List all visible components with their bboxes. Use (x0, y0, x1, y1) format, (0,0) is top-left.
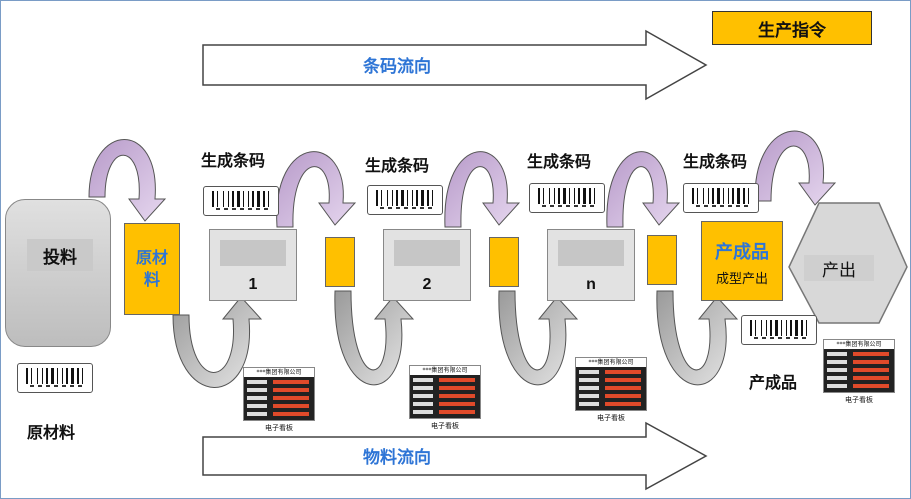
wip-box-2 (489, 237, 519, 287)
finished-product-title: 产成品 (715, 242, 769, 263)
curl-arrow-1 (88, 139, 167, 222)
curl-arrow-2 (276, 151, 357, 228)
board-header: ***集团有限公司 (422, 367, 468, 374)
barcode-icon-product (741, 315, 817, 345)
finished-product-subtitle: 成型产出 (715, 272, 768, 287)
feeding-label: 投料 (27, 239, 93, 271)
board-caption: 电子看板 (845, 396, 873, 404)
board-caption: 电子看板 (431, 422, 459, 430)
wip-box-3 (647, 235, 677, 285)
material-flow-label: 物料流向 (363, 448, 431, 468)
machine-n: n (547, 229, 635, 301)
barcode-icon-2 (367, 185, 443, 215)
barcode-flow-arrow (202, 29, 708, 101)
electronic-board-2: ***集团有限公司电子看板 (409, 365, 481, 430)
production-command-box: 生产指令 (712, 11, 872, 45)
machine-screen (220, 240, 286, 266)
electronic-board-4: ***集团有限公司电子看板 (823, 339, 895, 404)
machine-number: 2 (422, 276, 432, 293)
output-label: 产出 (804, 255, 874, 281)
generate-barcode-label-4: 生成条码 (683, 152, 748, 171)
machine-2: 2 (383, 229, 471, 301)
return-arrow-2 (334, 290, 415, 386)
wip-box-1 (325, 237, 355, 287)
generate-barcode-label-2: 生成条码 (365, 156, 430, 175)
board-header: ***集团有限公司 (836, 341, 882, 348)
generate-barcode-label-1: 生成条码 (201, 151, 266, 170)
machine-screen (394, 240, 460, 266)
finished-product-box: 产成品 成型产出 (701, 221, 783, 301)
board-caption: 电子看板 (597, 414, 625, 422)
raw-material-label: 原材料 (27, 423, 76, 442)
curl-arrow-3 (444, 151, 521, 228)
barcode-flow-label: 条码流向 (363, 57, 431, 77)
feeding-station (5, 199, 111, 347)
machine-1: 1 (209, 229, 297, 301)
board-caption: 电子看板 (265, 424, 293, 432)
return-arrow-4 (656, 290, 739, 386)
board-header: ***集团有限公司 (588, 359, 634, 366)
curl-arrow-5 (754, 130, 837, 206)
machine-number: 1 (248, 276, 258, 293)
machine-screen (558, 240, 624, 266)
barcode-icon-3 (529, 183, 605, 213)
material-flow-arrow (202, 421, 708, 491)
curl-arrow-4 (606, 151, 681, 228)
barcode-icon-raw (17, 363, 93, 393)
return-arrow-1 (172, 296, 263, 388)
generate-barcode-label-3: 生成条码 (527, 152, 592, 171)
barcode-icon-4 (683, 183, 759, 213)
electronic-board-1: ***集团有限公司电子看板 (243, 367, 315, 432)
electronic-board-3: ***集团有限公司电子看板 (575, 357, 647, 422)
board-header: ***集团有限公司 (256, 369, 302, 376)
raw-material-box: 原材料 (124, 223, 180, 315)
finished-product-label: 产成品 (749, 373, 798, 392)
barcode-icon-1 (203, 186, 279, 216)
return-arrow-3 (498, 290, 579, 386)
machine-number: n (586, 276, 596, 293)
